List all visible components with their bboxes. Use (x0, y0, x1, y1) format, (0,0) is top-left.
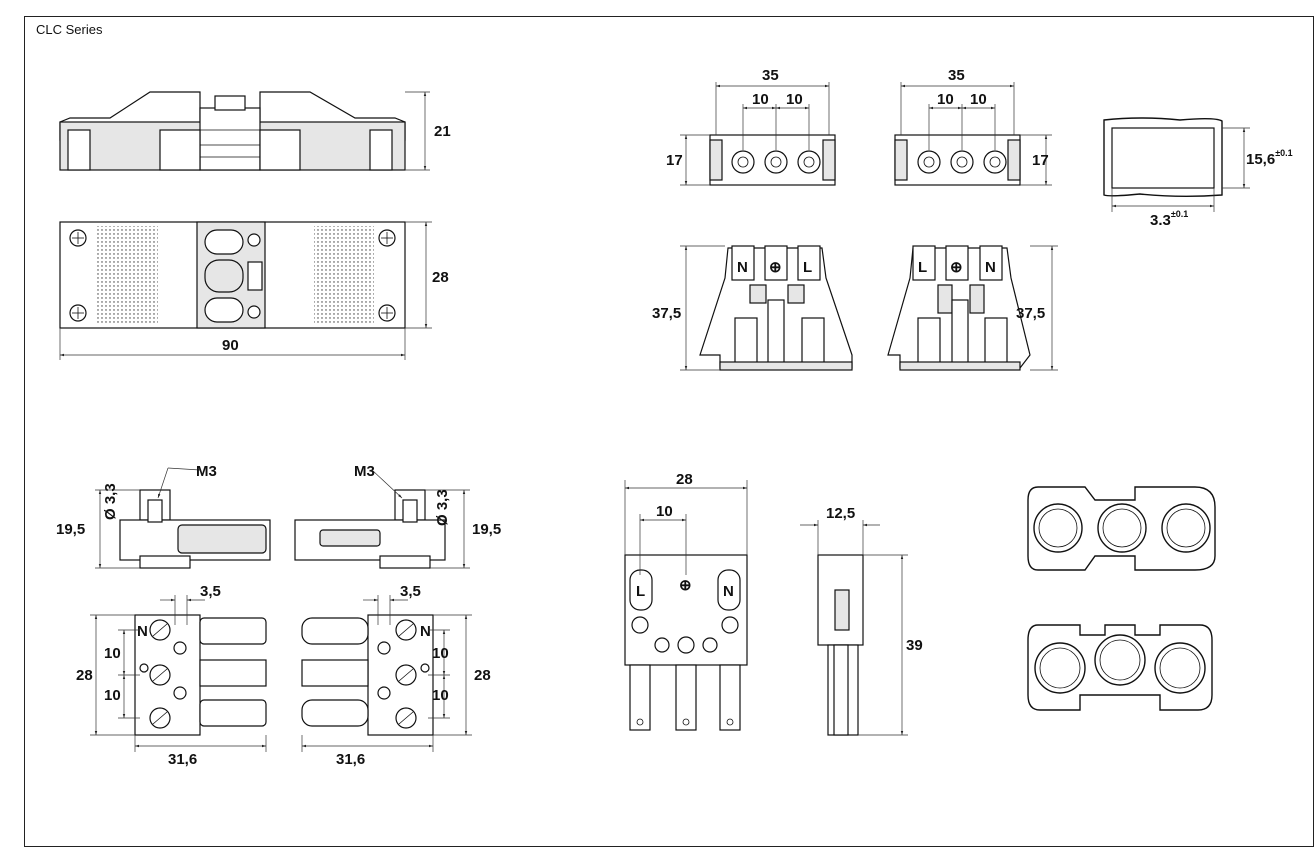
dim-offset1: 3,5 (200, 583, 221, 600)
insulator-outline-bottom (1027, 624, 1213, 711)
connector-front-view-1: 35 10 10 17 (666, 67, 836, 186)
screw-icon (149, 619, 171, 641)
dim-cutout-width: 3.3±0.1 (1150, 209, 1188, 229)
pole-label-n: N (137, 623, 148, 640)
dim-plan2-pitch-bottom: 10 (432, 687, 449, 704)
screw-icon (395, 619, 417, 641)
dim-ang2-height: 19,5 (472, 521, 501, 538)
screw-icon (395, 707, 417, 729)
screw-icon (149, 707, 171, 729)
dim-pin-side-width: 12,5 (826, 505, 855, 522)
pole-label-n: N (737, 259, 748, 276)
dim-plan1-pitch-top: 10 (104, 645, 121, 662)
dim-front2-pitch-left: 10 (937, 91, 954, 108)
dim-plan1-pitch-bottom: 10 (104, 687, 121, 704)
dim-front1-pitch-left: 10 (752, 91, 769, 108)
series-title: CLC Series (36, 22, 103, 37)
dim-hole1: Ø 3,3 (102, 483, 119, 520)
dim-plan2-pitch-top: 10 (432, 645, 449, 662)
pole-label-n: N (723, 583, 734, 600)
connector-side-elevation: 21 (59, 91, 451, 171)
angled-connector-plan-1: N 3,5 28 10 10 31,6 (76, 583, 267, 768)
dim-offset2: 3,5 (400, 583, 421, 600)
pole-label-l: L (918, 259, 927, 276)
dim-plan2-height: 28 (474, 667, 491, 684)
screw-icon (395, 664, 417, 686)
dim-side2-height: 37,5 (1016, 305, 1045, 322)
dim-front1-pitch-right: 10 (786, 91, 803, 108)
dim-front1-height: 17 (666, 152, 683, 169)
dim-top-height: 21 (434, 123, 451, 140)
dim-plan1-height: 28 (76, 667, 93, 684)
dim-plan2-width: 31,6 (336, 751, 365, 768)
pole-label-earth: ⊕ (769, 259, 782, 276)
dim-front2-height: 17 (1032, 152, 1049, 169)
dim-plan-width: 90 (222, 337, 239, 354)
screw-icon (378, 229, 396, 247)
label-screw-m3-2: M3 (354, 463, 375, 480)
pole-label-l: L (803, 259, 812, 276)
screw-icon (378, 304, 396, 322)
angled-connector-plan-2: N 3,5 28 10 10 31,6 (301, 583, 491, 768)
pin-insert-side: 12,5 39 (800, 505, 923, 736)
connector-side-view-2: L ⊕ N 37,5 (887, 245, 1058, 371)
insulator-outline-top (1027, 486, 1216, 571)
angled-connector-side-2: M3 19,5 Ø 3,3 (294, 463, 501, 569)
dim-hole2: Ø 3,3 (434, 489, 451, 526)
connector-plan-view: 28 90 (59, 221, 449, 360)
angled-connector-side-1: M3 19,5 Ø 3,3 (56, 463, 271, 569)
dim-front1-width: 35 (762, 67, 779, 84)
screw-icon (69, 304, 87, 322)
dim-plan1-width: 31,6 (168, 751, 197, 768)
dim-ang1-height: 19,5 (56, 521, 85, 538)
dim-side1-height: 37,5 (652, 305, 681, 322)
pole-label-n: N (420, 623, 431, 640)
connector-side-view-1: N ⊕ L 37,5 (652, 245, 853, 371)
label-screw-m3-1: M3 (196, 463, 217, 480)
pole-label-earth: ⊕ (950, 259, 963, 276)
dim-cutout-height: 15,6±0.1 (1246, 148, 1293, 168)
screw-icon (69, 229, 87, 247)
pole-label-l: L (636, 583, 645, 600)
panel-cutout: 15,6±0.1 3.3±0.1 (1103, 117, 1293, 229)
dim-pin-height: 39 (906, 637, 923, 654)
screw-icon (149, 664, 171, 686)
dim-plan-height: 28 (432, 269, 449, 286)
pole-label-n: N (985, 259, 996, 276)
dim-front2-width: 35 (948, 67, 965, 84)
dim-pin-pitch: 10 (656, 503, 673, 520)
pin-insert-front: L ⊕ N 28 10 (624, 471, 748, 731)
connector-front-view-2: 35 10 10 17 (894, 67, 1052, 186)
pole-label-earth: ⊕ (679, 577, 692, 594)
dim-pin-width: 28 (676, 471, 693, 488)
dim-front2-pitch-right: 10 (970, 91, 987, 108)
